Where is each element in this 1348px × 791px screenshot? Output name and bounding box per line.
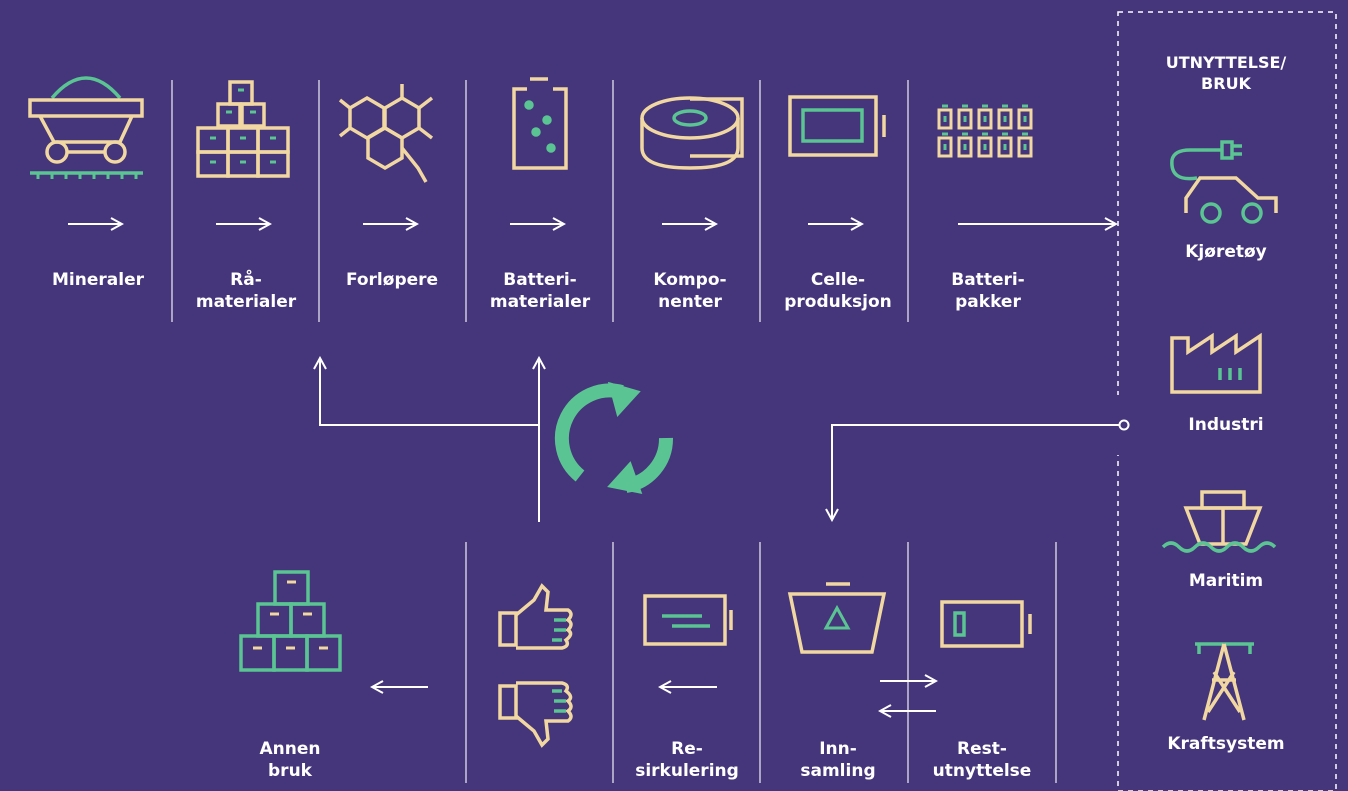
power-pylon-icon [1195,642,1254,721]
recycling-battery-icon [643,594,733,646]
label-komponenter: Kompo- nenter [653,270,727,312]
thumbs-up-icon [498,583,573,650]
factory-icon [1170,332,1262,394]
label-mineraler: Mineraler [52,270,144,290]
hexagon-molecule-icon [338,84,434,183]
battery-pack-icon [937,104,1033,158]
label-kjoretoy: Kjøretøy [1185,242,1267,262]
boxes-icon [196,80,290,178]
usage-title: UTNYTTELSE/ BRUK [1165,53,1287,93]
bottom-dividers [465,542,1057,783]
return-arrows [320,358,1130,522]
label-resirkulering: Re- sirkulering [635,739,739,781]
label-ramaterialer: Rå- materialer [195,270,297,312]
usage-panel-border [1117,11,1337,791]
label-maritim: Maritim [1188,571,1264,591]
film-roll-icon [640,96,744,170]
ship-icon [1161,490,1277,553]
label-celleproduksjon: Celle- produksjon [784,270,892,312]
bottom-flow-arrows [372,681,936,711]
label-batteripakker: Batteri- pakker [951,270,1025,312]
thumbs-down-icon [498,681,573,748]
recycle-arrows-icon [554,381,674,494]
low-battery-icon [940,600,1032,648]
label-forlopere: Forløpere [345,270,439,290]
battery-cell-icon [788,95,886,157]
electric-car-icon [1170,140,1278,224]
label-restutnyttelse: Rest- utnyttelse [932,739,1032,781]
recycle-bin-icon [787,582,887,654]
label-batterimaterialer: Batteri- materialer [489,270,591,312]
label-annen-bruk: Annen bruk [259,739,321,781]
boxes-pyramid-icon [239,570,342,672]
label-industri: Industri [1188,415,1264,435]
label-kraftsystem: Kraftsystem [1167,734,1285,754]
label-innsamling: Inn- samling [800,739,876,781]
battery-materials-icon [512,77,568,170]
top-dividers [171,80,909,322]
mine-cart-icon [28,76,144,179]
